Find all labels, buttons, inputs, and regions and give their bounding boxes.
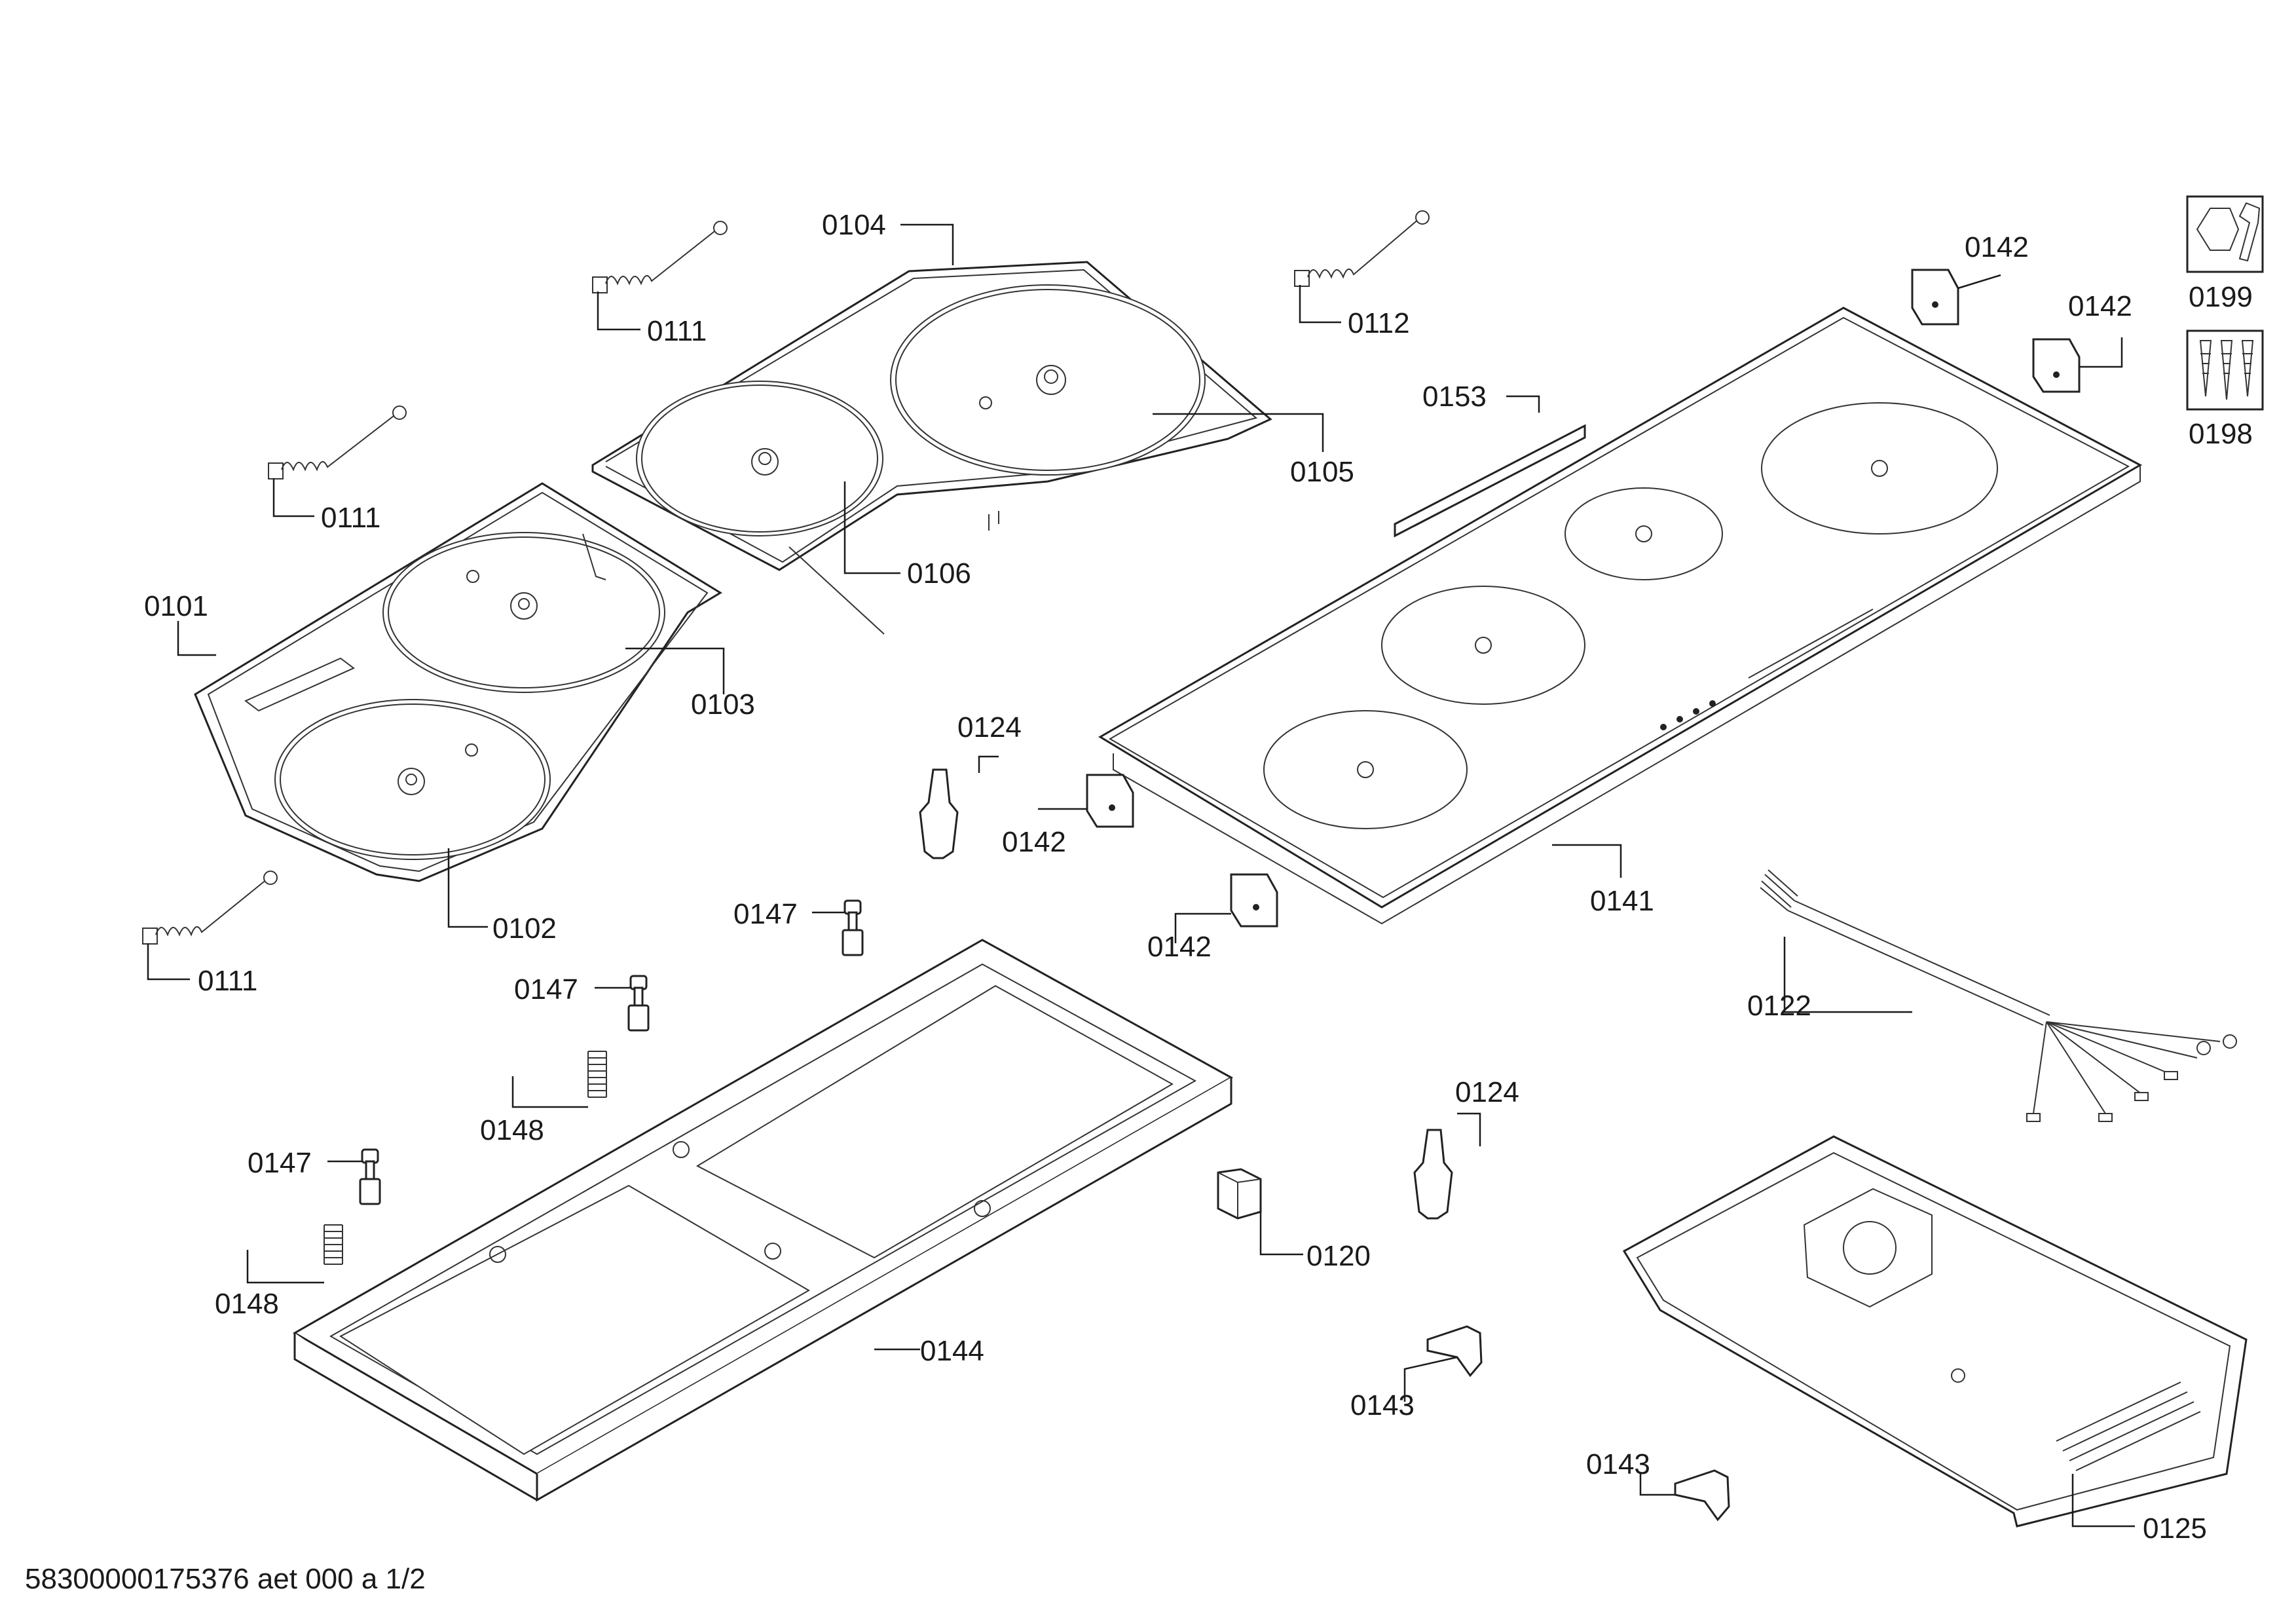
label-0148-b: 0148 [215,1288,279,1320]
label-0111-c: 0111 [198,965,257,997]
spring-clip-0111-c [142,871,278,945]
label-0144: 0144 [920,1335,984,1367]
bracket-0142-c [1086,774,1134,828]
part-0104-heater-tray [591,261,1272,635]
label-0103: 0103 [691,688,755,721]
leader-lines [147,223,2135,1528]
part-0120-box [1217,1168,1262,1220]
label-0143-b: 0143 [1586,1448,1650,1480]
part-0153-strip [1394,424,1586,538]
label-0120: 0120 [1306,1240,1371,1272]
clip-0124-a [919,768,959,859]
document-id-footer: 58300000175376 aet 000 a 1/2 [25,1563,426,1595]
label-0142-a: 0142 [1965,231,2029,263]
label-0142-d: 0142 [1147,931,1212,963]
label-0199: 0199 [2189,281,2253,313]
spring-0148-a [587,1051,607,1098]
part-0122-cable [1760,869,2237,1122]
label-0147-b: 0147 [514,973,578,1005]
spring-clip-0111-b [268,405,407,479]
label-0111-a: 0111 [647,315,707,347]
pin-0147-b [627,975,650,1032]
label-0105: 0105 [1290,456,1354,488]
clip-0124-b [1413,1129,1453,1220]
part-0141-glass-top [1098,307,2143,925]
part-0101-heater-tray [194,482,722,882]
label-0143-a: 0143 [1350,1389,1415,1421]
label-0148-a: 0148 [480,1114,544,1146]
label-0141: 0141 [1590,885,1654,917]
spring-clip-0111-a [592,221,728,293]
pin-0147-c [359,1148,381,1205]
part-0125-housing [1622,1135,2248,1528]
screws-icon [2186,329,2264,411]
part-labels: 0104 0111 0112 0111 0105 0106 0101 0103 … [25,209,2253,1595]
label-0147-c: 0147 [248,1147,312,1179]
label-0104: 0104 [822,209,886,241]
label-0124-a: 0124 [957,711,1022,743]
bracket-0142-d [1230,873,1278,928]
bracket-0142-a [1911,269,1959,326]
label-0111-b: 0111 [321,502,380,534]
label-0124-b: 0124 [1455,1076,1519,1108]
label-0112: 0112 [1348,307,1410,339]
clip-0143-b [1674,1469,1730,1522]
spring-0148-b [324,1224,343,1265]
label-0125: 0125 [2143,1512,2207,1545]
clip-0143-a [1426,1325,1483,1378]
pin-0147-a [842,899,864,956]
bracket-0142-b [2032,338,2081,393]
label-0106: 0106 [907,557,971,590]
label-0153: 0153 [1422,381,1487,413]
label-0142-c: 0142 [1002,826,1066,858]
label-0122: 0122 [1747,990,1811,1022]
label-0102: 0102 [492,912,557,945]
wrench-nut-icon [2186,195,2264,273]
part-0144-frame [292,939,1234,1502]
label-0147-a: 0147 [733,898,798,930]
spring-clip-0112 [1294,210,1430,287]
label-0101: 0101 [144,590,208,622]
label-0142-b: 0142 [2068,290,2132,322]
label-0198: 0198 [2189,418,2253,450]
